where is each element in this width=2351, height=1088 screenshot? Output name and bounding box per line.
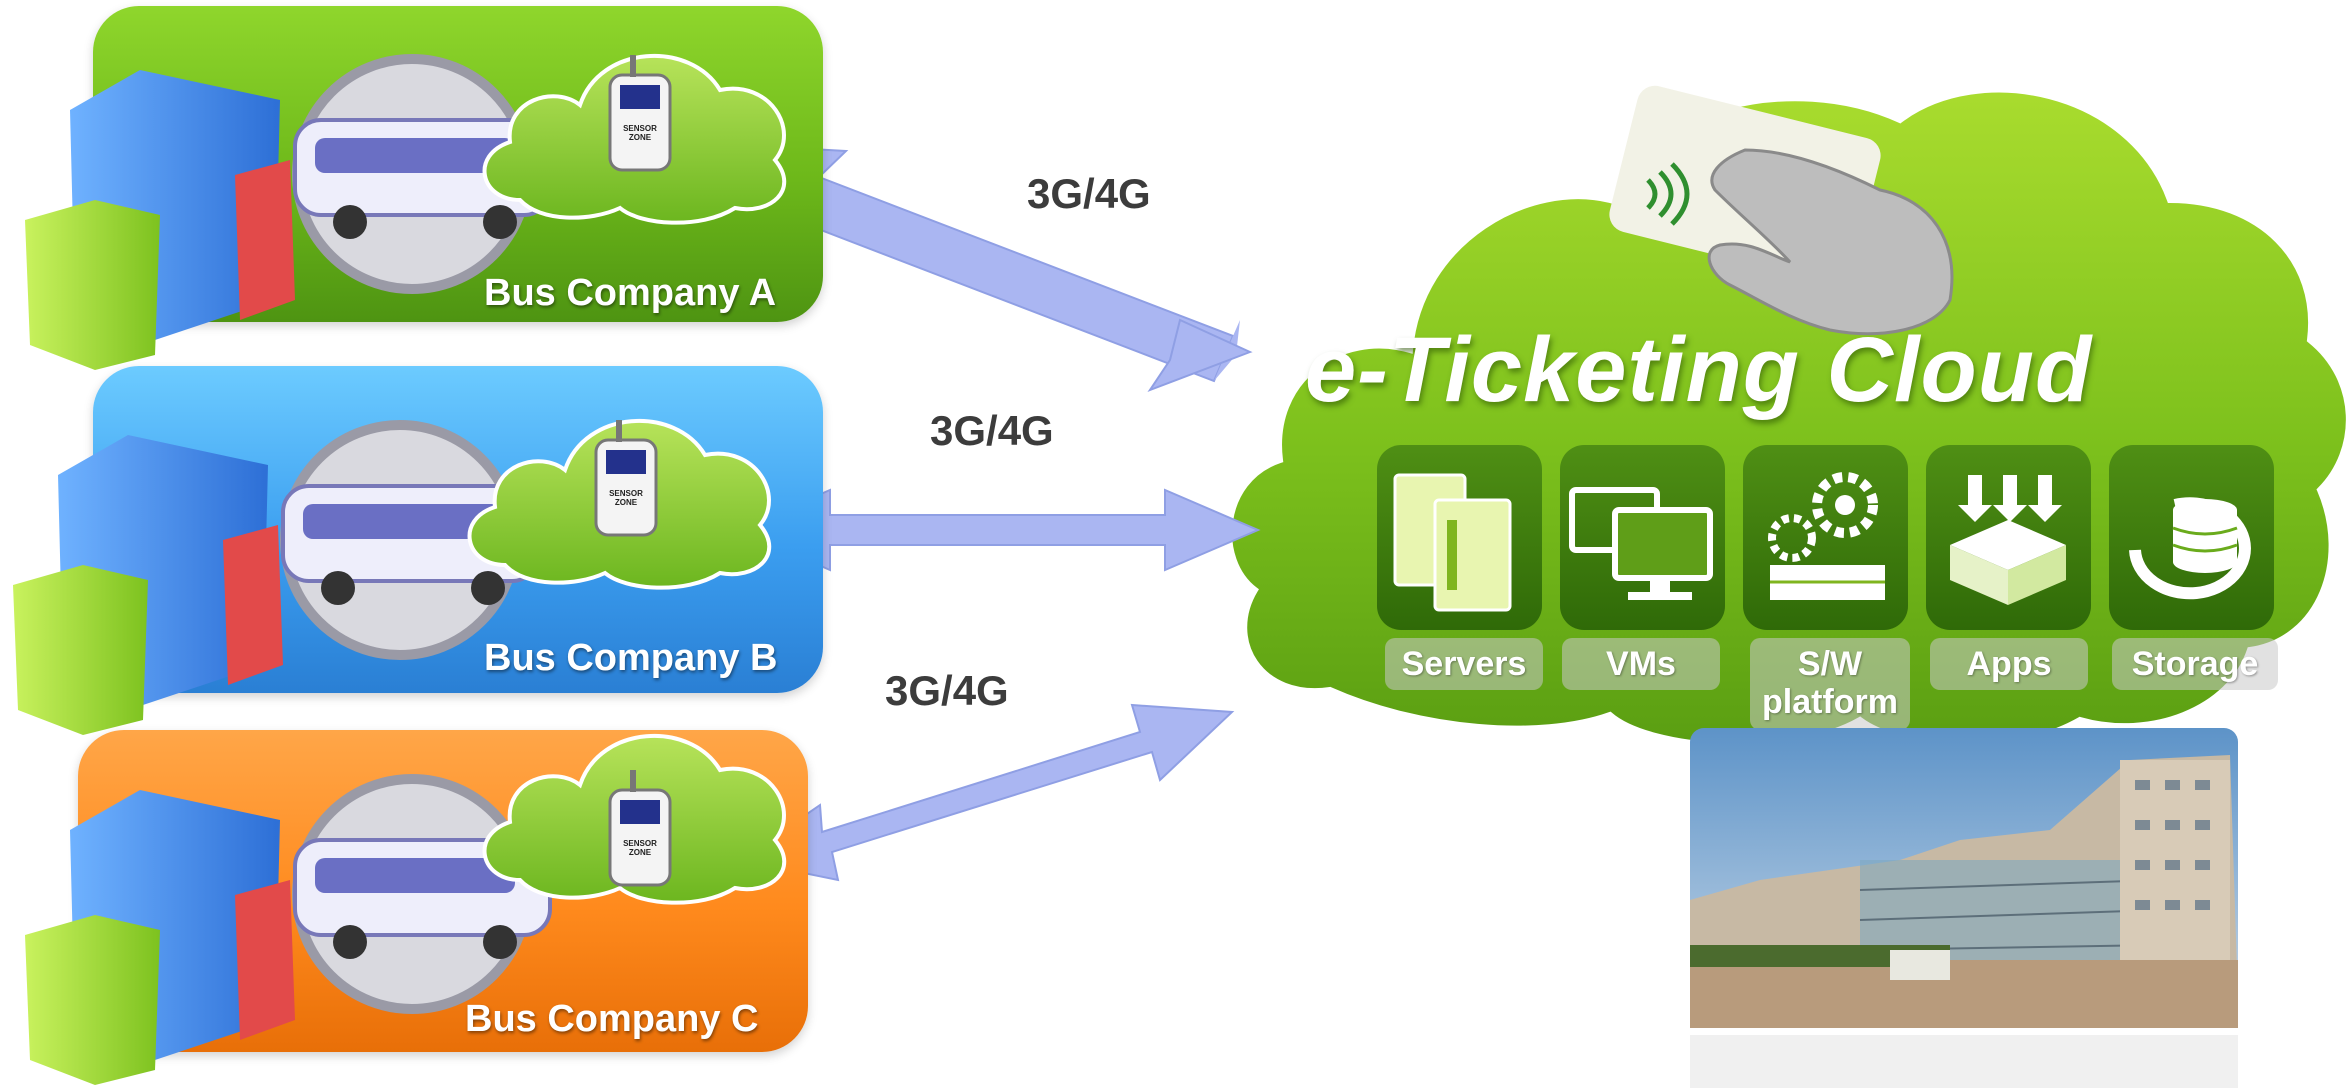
storage-database-icon: [2129, 497, 2251, 600]
service-label-storage: Storage: [2131, 645, 2259, 683]
data-center-building-photo: [1690, 728, 2238, 1088]
bus-company-b-label: Bus Company B: [484, 637, 778, 679]
apps-box-icon: [1950, 475, 2066, 605]
service-label-servers: Servers: [1401, 645, 1527, 683]
contactless-card-hand-icon: [1609, 85, 1954, 336]
network-label-b: 3G/4G: [930, 407, 1054, 454]
vm-monitor-icon: [1569, 487, 1713, 600]
servers-icon: [1393, 473, 1512, 612]
cloud-title: e-Ticketing Cloud: [1305, 319, 2093, 421]
gears-platform-icon: [1768, 472, 1885, 600]
sensor-zone-label: SENSOR ZONE: [623, 839, 657, 857]
service-label-vms: VMs: [1606, 645, 1676, 683]
network-arrow-a-head: [1147, 318, 1253, 393]
service-label-apps: Apps: [1966, 645, 2052, 683]
sensor-zone-label: SENSOR ZONE: [609, 489, 643, 507]
network-arrow-c: [737, 703, 1235, 882]
bus-company-a-label: Bus Company A: [484, 272, 777, 314]
sensor-zone-label: SENSOR ZONE: [623, 124, 657, 142]
network-label-c: 3G/4G: [885, 667, 1009, 714]
network-arrow-b: [735, 488, 1261, 572]
bus-company-c-label: Bus Company C: [465, 998, 759, 1040]
network-label-a: 3G/4G: [1027, 170, 1151, 217]
service-tile-sw-platform: [1743, 445, 1908, 630]
service-label-sw-platform: S/W platform: [1762, 645, 1898, 721]
